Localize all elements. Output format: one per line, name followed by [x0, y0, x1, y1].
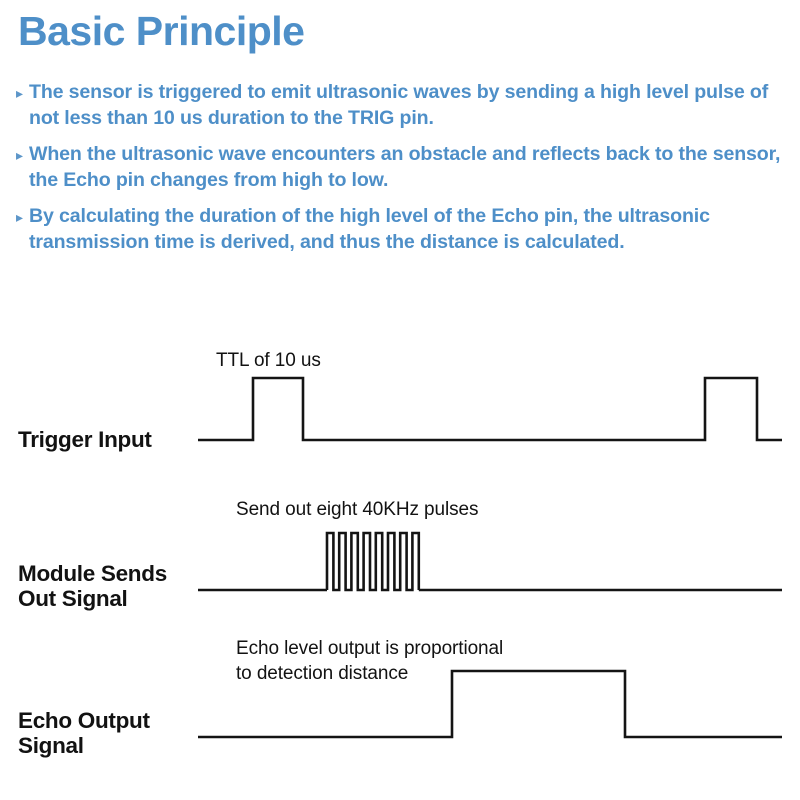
timing-diagram: TTL of 10 us Send out eight 40KHz pulses… [0, 330, 800, 800]
bullet-triangle-icon: ▸ [16, 85, 24, 101]
list-item: ▸ By calculating the duration of the hig… [16, 204, 786, 255]
annotation-module: Send out eight 40KHz pulses [236, 499, 479, 520]
row-label-echo-output-signal: Echo Output Signal [18, 708, 150, 758]
bullet-text: When the ultrasonic wave encounters an o… [29, 143, 781, 191]
bullet-triangle-icon: ▸ [16, 209, 24, 225]
bullet-text: The sensor is triggered to emit ultrason… [29, 81, 769, 129]
annotation-echo: Echo level output is proportional to det… [236, 638, 504, 684]
waveform-module-sends-out [198, 531, 782, 592]
waveform-echo-output [198, 669, 782, 739]
bullet-list: ▸ The sensor is triggered to emit ultras… [16, 80, 786, 266]
bullet-triangle-icon: ▸ [16, 147, 24, 163]
list-item: ▸ The sensor is triggered to emit ultras… [16, 80, 786, 131]
waveform-trigger-input [198, 376, 782, 442]
list-item: ▸ When the ultrasonic wave encounters an… [16, 142, 786, 193]
page-title: Basic Principle [18, 8, 305, 54]
row-label-trigger-input: Trigger Input [18, 427, 152, 452]
annotation-trigger: TTL of 10 us [216, 350, 321, 371]
waveform-canvas [198, 376, 782, 739]
row-label-module-sends-out-signal: Module Sends Out Signal [18, 561, 167, 611]
bullet-text: By calculating the duration of the high … [29, 205, 710, 253]
